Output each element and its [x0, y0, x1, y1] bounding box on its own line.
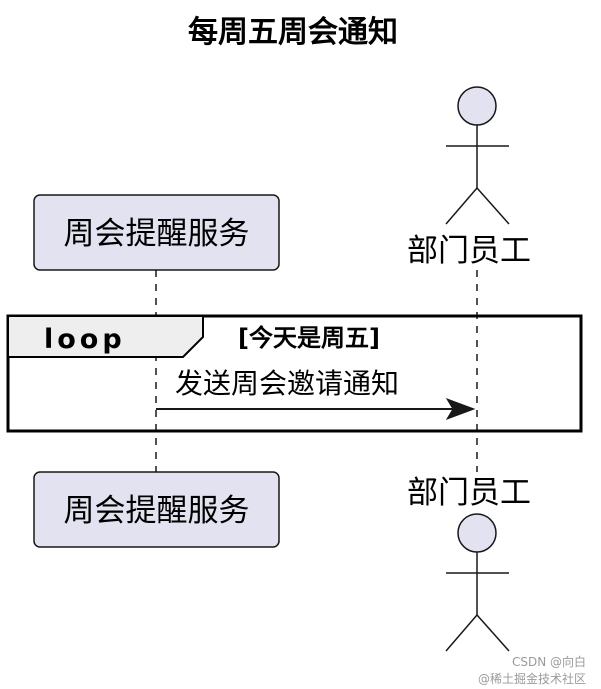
participant-service-label: 周会提醒服务 — [64, 216, 250, 252]
participant-service-top: 周会提醒服务 — [33, 194, 280, 271]
loop-header-tab — [7, 315, 204, 358]
actor-employee-bottom: 部门员工 — [407, 475, 531, 652]
loop-frame — [6, 314, 583, 433]
actor-employee-label: 部门员工 — [407, 233, 531, 269]
message-arrowhead — [445, 398, 476, 420]
actor-employee-label: 部门员工 — [407, 475, 531, 511]
participant-service-label: 周会提醒服务 — [64, 493, 250, 529]
participant-service-bottom: 周会提醒服务 — [33, 471, 280, 548]
watermark-csdn: CSDN @向白 — [512, 654, 586, 669]
actor-icon — [445, 513, 510, 652]
participant-box — [33, 471, 280, 548]
actor-employee-top: 部门员工 — [407, 86, 531, 269]
diagram-title: 每周五周会通知 — [188, 15, 398, 50]
loop-guard-condition: [今天是周五] — [238, 324, 380, 352]
participant-box — [33, 194, 280, 271]
watermark-juejin: @稀土掘金技术社区 — [478, 671, 586, 686]
message-label: 发送周会邀请通知 — [175, 367, 399, 400]
message-send-invitation: 发送周会邀请通知 — [156, 367, 476, 420]
loop-keyword: loop — [44, 324, 126, 355]
actor-icon — [445, 86, 510, 225]
loop-fragment: loop [今天是周五] — [6, 314, 583, 433]
